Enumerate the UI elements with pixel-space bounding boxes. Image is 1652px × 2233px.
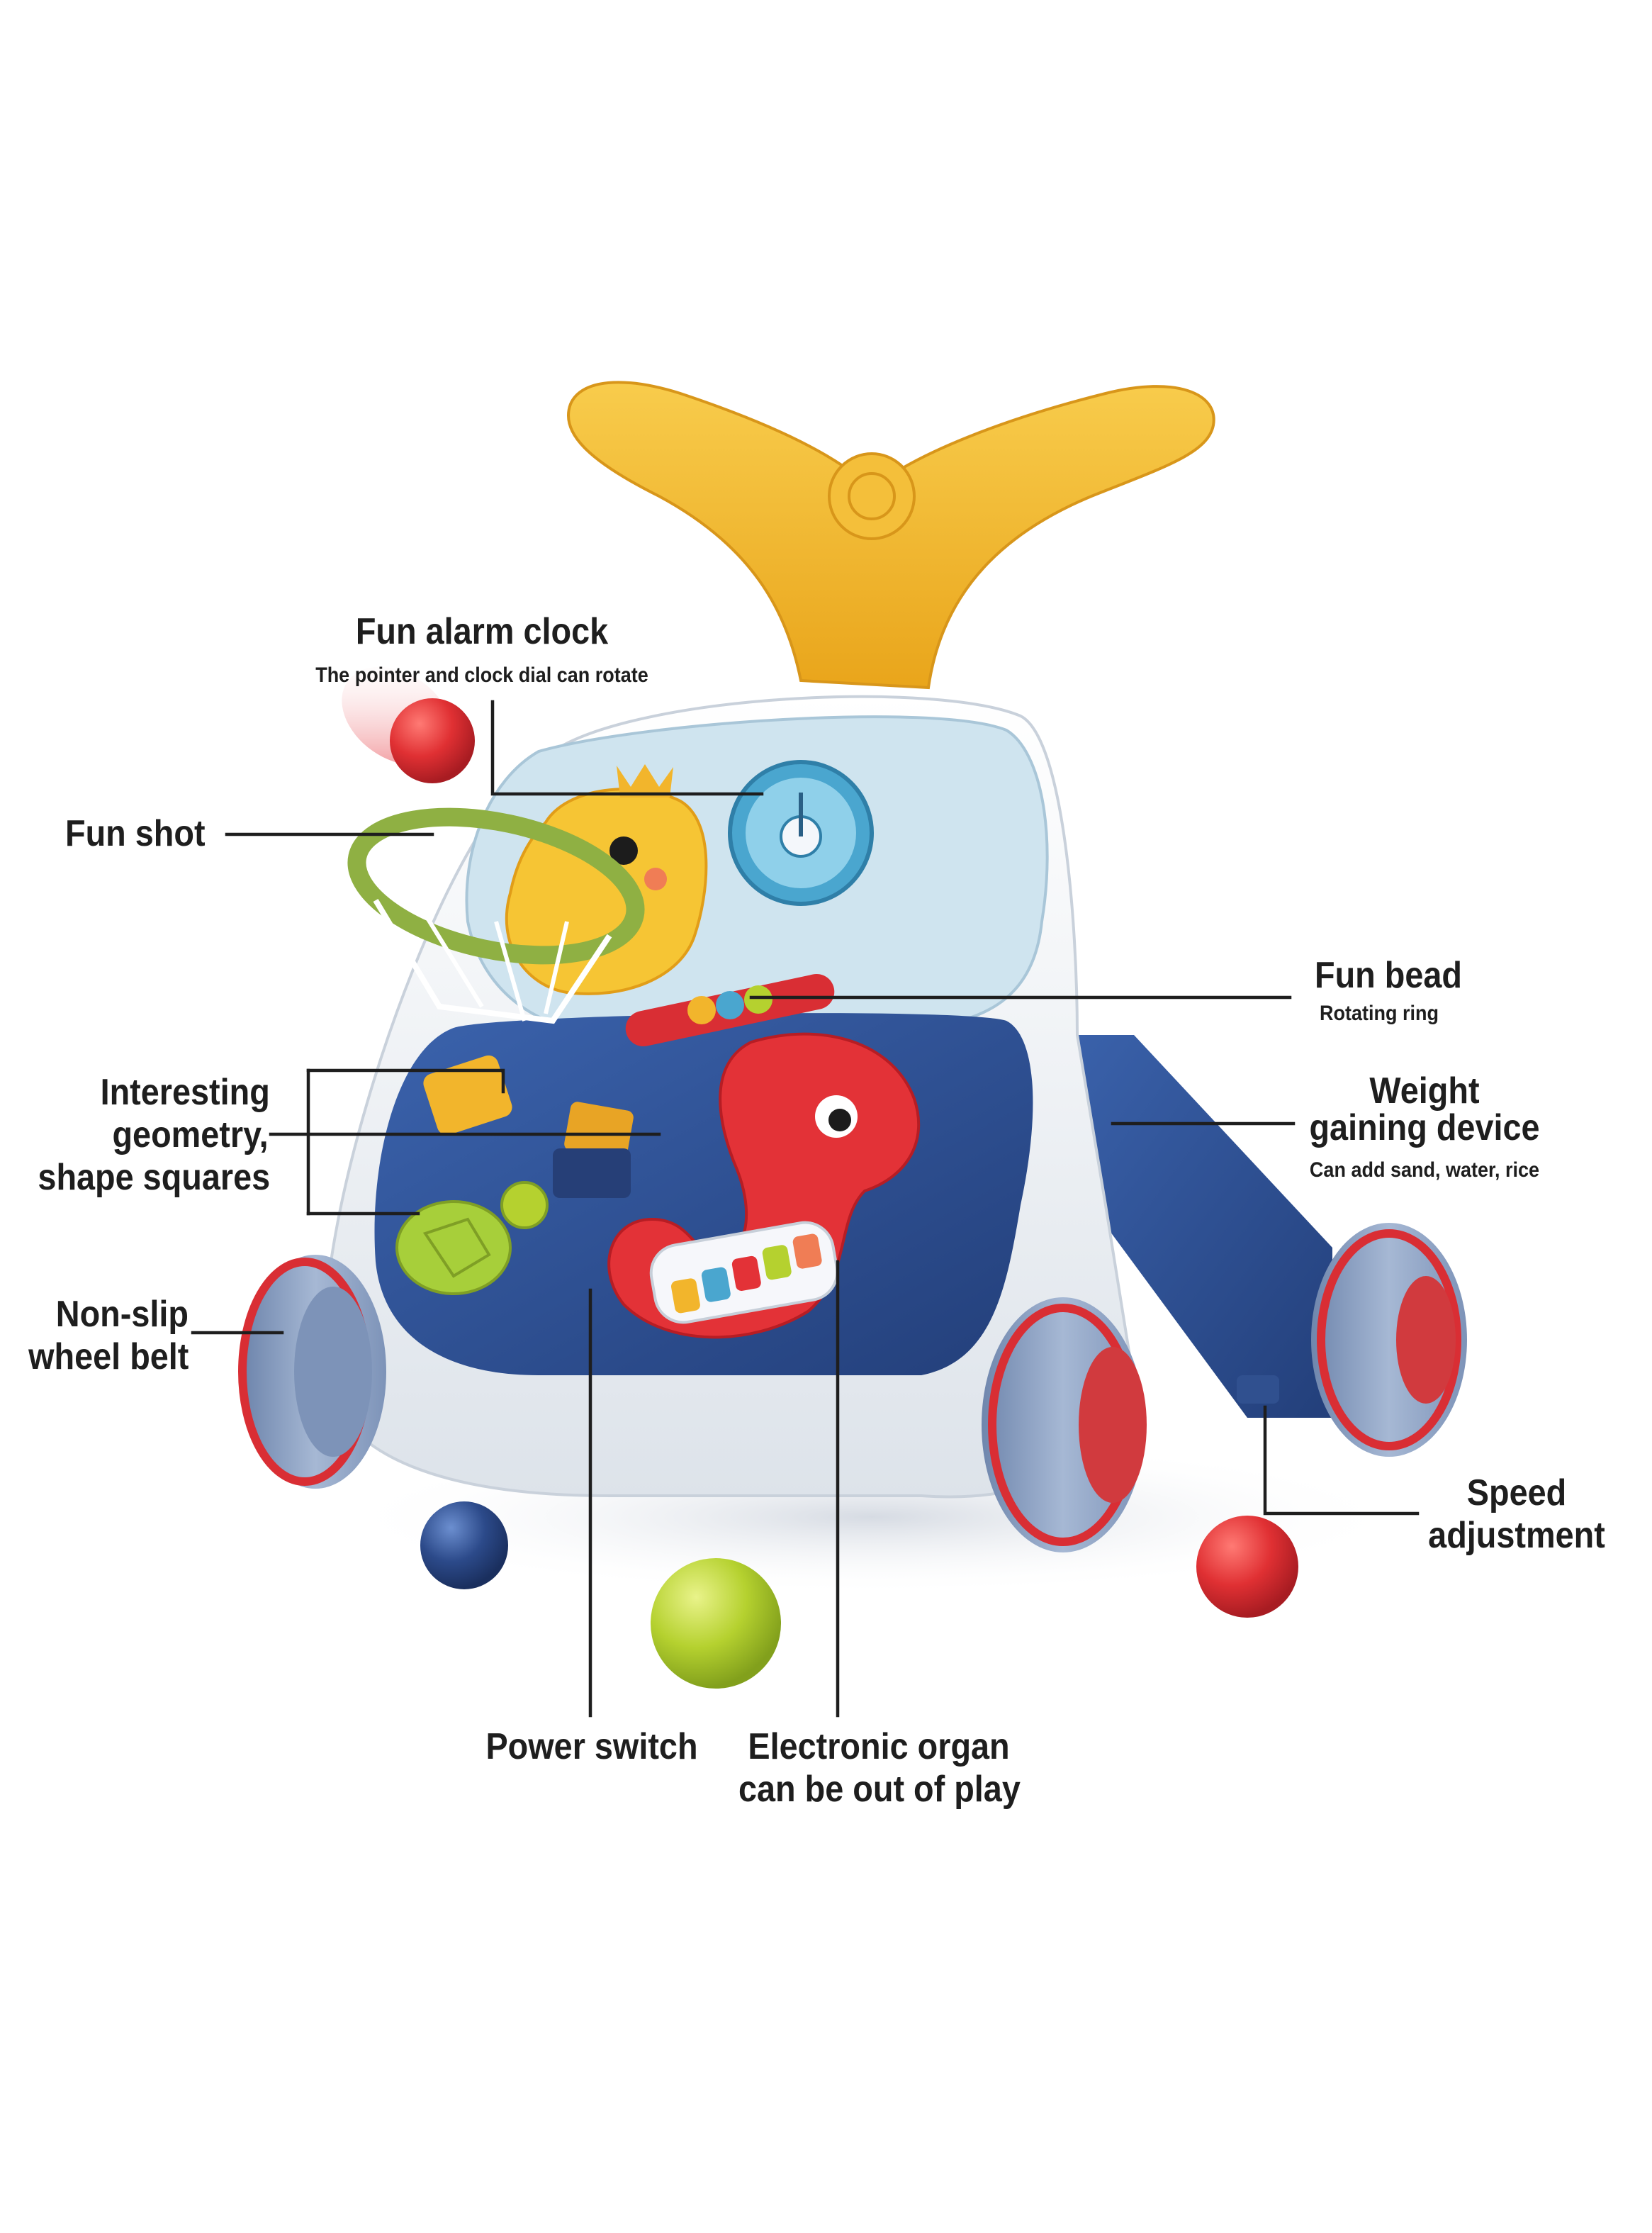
label-weight-device-subtitle: Can add sand, water, rice	[1309, 1158, 1540, 1182]
label-fun-alarm-clock-subtitle: The pointer and clock dial can rotate	[315, 664, 648, 687]
seahorse-organ	[607, 1032, 921, 1339]
label-electronic-organ-line2: can be out of play	[738, 1769, 1021, 1810]
label-weight-device-line2: gaining device	[1309, 1107, 1540, 1148]
leader-line-speed-adjustment	[1263, 1405, 1420, 1516]
label-geometry-line1: Interesting	[100, 1072, 270, 1113]
red-ball	[1196, 1516, 1298, 1618]
label-non-slip-line1: Non-slip	[55, 1294, 189, 1335]
label-power-switch: Power switch	[485, 1726, 698, 1767]
flying-red-ball	[342, 666, 475, 783]
label-speed-line1: Speed	[1466, 1472, 1567, 1513]
label-electronic-organ-line1: Electronic organ	[748, 1726, 1010, 1767]
shape-blocks	[423, 1055, 634, 1198]
green-ball	[651, 1558, 781, 1689]
leader-line-geometry-upper	[306, 1068, 505, 1094]
handle	[566, 381, 1215, 690]
label-fun-alarm-clock-title: Fun alarm clock	[355, 611, 609, 652]
label-fun-bead-title: Fun bead	[1315, 955, 1462, 996]
alarm-clock-dial	[728, 760, 874, 906]
fun-bead-rail	[625, 974, 835, 1046]
leader-line-fun-alarm-clock	[490, 700, 764, 796]
label-geometry-line3: shape squares	[38, 1157, 270, 1198]
label-non-slip-line2: wheel belt	[28, 1336, 189, 1377]
front-right-wheel	[982, 1297, 1147, 1552]
basketball-hoop	[347, 807, 645, 1024]
speed-adjust-knob	[1237, 1375, 1279, 1404]
leader-lines	[191, 700, 1420, 1718]
label-fun-bead-subtitle: Rotating ring	[1320, 1002, 1439, 1025]
rear-right-wheel	[1311, 1223, 1467, 1457]
front-left-wheel	[238, 1255, 386, 1489]
label-fun-shot: Fun shot	[65, 813, 206, 854]
navy-ball	[420, 1501, 508, 1589]
turtle-toy	[395, 1181, 549, 1295]
label-weight-device-line1: Weight	[1369, 1070, 1480, 1112]
label-speed-line2: adjustment	[1428, 1515, 1605, 1556]
weight-chamber	[1049, 1035, 1332, 1418]
label-geometry-line2: geometry,	[112, 1114, 269, 1155]
